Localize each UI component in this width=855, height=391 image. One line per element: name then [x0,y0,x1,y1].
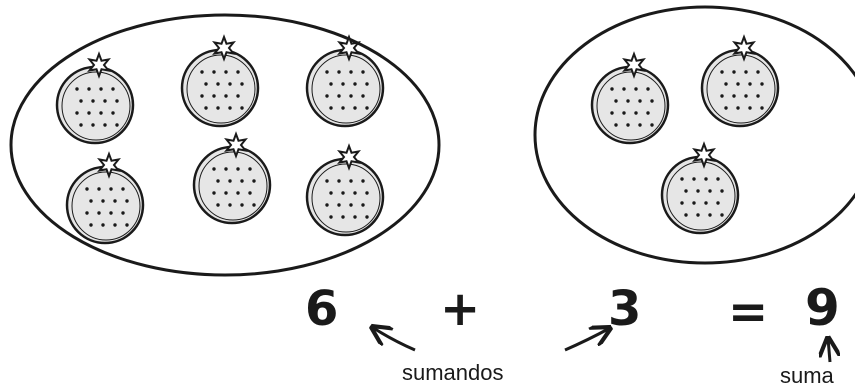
fruit-icon [700,34,780,128]
equation: 6 + 3 = 9 [305,279,840,340]
sum-value: 9 [805,279,840,337]
fruit-icon [305,34,385,128]
plus-sign: + [440,281,480,337]
arrow-icon [828,338,830,363]
equals-sign: = [728,284,768,340]
addend-a: 6 [305,281,338,337]
fruit-icon [180,34,260,128]
right-set-outline [533,5,855,265]
fruit-icon [192,131,272,225]
left-set [9,13,441,277]
right-fruit-group [590,34,780,235]
addends-label: sumandos [402,360,504,385]
fruit-icon [65,151,145,245]
addend-b: 3 [608,281,641,337]
fruit-icon [660,141,740,235]
fruit-icon [55,51,135,145]
left-fruit-group [55,34,385,245]
fruit-icon [590,51,670,145]
arrow-icon [564,328,610,352]
arrow-icon [372,327,416,352]
fruit-icon [305,143,385,237]
right-set [533,5,855,265]
sum-label: suma [780,363,835,388]
left-set-outline [9,13,441,277]
